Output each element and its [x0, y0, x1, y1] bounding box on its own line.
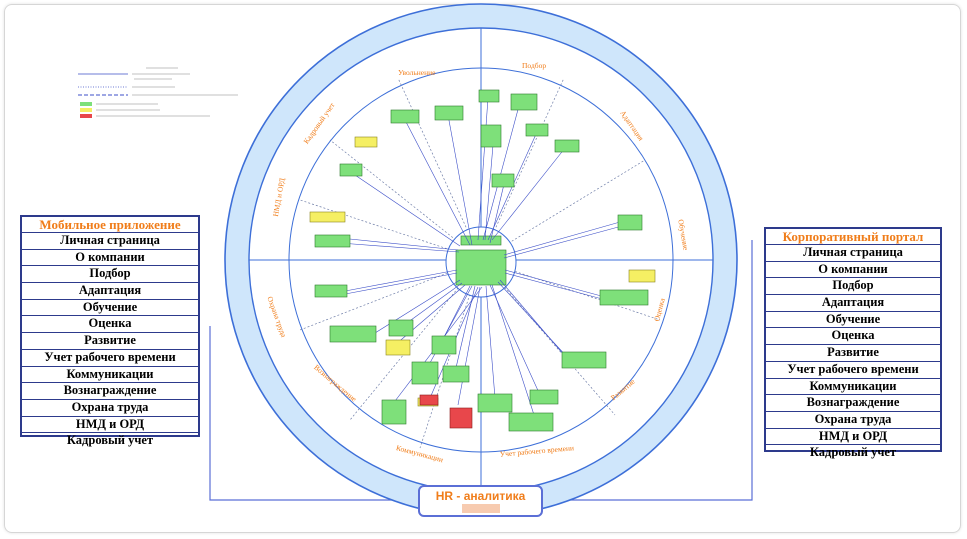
- right-item-regulations[interactable]: НМД и ОРД: [766, 429, 940, 446]
- sector-label: Увольнение: [398, 68, 436, 77]
- left-item-labor-safety[interactable]: Охрана труда: [22, 400, 198, 417]
- mobile-app-title: Мобильное приложение: [22, 217, 198, 233]
- right-item-hr-records[interactable]: Кадровый учет: [809, 445, 897, 460]
- left-item-evaluation[interactable]: Оценка: [22, 316, 198, 334]
- mobile-app-panel: Мобильное приложение Личная страница О к…: [20, 215, 200, 447]
- left-connector-line: [209, 326, 418, 501]
- right-item-time-tracking[interactable]: Учет рабочего времени: [766, 362, 940, 379]
- hr-analytics-box[interactable]: HR - аналитика: [418, 485, 543, 517]
- right-item-compensation[interactable]: Вознаграждение: [766, 395, 940, 412]
- left-item-communications[interactable]: Коммуникации: [22, 367, 198, 384]
- right-item-communications[interactable]: Коммуникации: [766, 379, 940, 396]
- right-item-labor-safety[interactable]: Охрана труда: [766, 412, 940, 429]
- left-item-personal-page[interactable]: Личная страница: [22, 233, 198, 250]
- right-item-training[interactable]: Обучение: [766, 312, 940, 329]
- right-connector-line: [543, 240, 753, 501]
- left-item-time-tracking[interactable]: Учет рабочего времени: [22, 350, 198, 367]
- hr-analytics-label: HR - аналитика: [435, 489, 526, 503]
- right-item-about-company[interactable]: О компании: [766, 262, 940, 279]
- process-nodes-green: [314, 89, 649, 432]
- left-item-recruitment[interactable]: Подбор: [22, 266, 198, 284]
- right-item-recruitment[interactable]: Подбор: [766, 278, 940, 296]
- right-item-evaluation[interactable]: Оценка: [766, 328, 940, 346]
- left-item-hr-records[interactable]: Кадровый учет: [66, 433, 154, 448]
- corporate-portal-panel: Корпоративный портал Личная страница О к…: [764, 227, 942, 459]
- legend: [78, 67, 238, 118]
- left-item-training[interactable]: Обучение: [22, 300, 198, 317]
- right-item-adaptation[interactable]: Адаптация: [766, 295, 940, 312]
- process-nodes-red: [419, 394, 473, 429]
- left-item-adaptation[interactable]: Адаптация: [22, 283, 198, 300]
- center-node-top: [460, 235, 502, 246]
- sector-label: Подбор: [522, 61, 546, 70]
- left-item-about-company[interactable]: О компании: [22, 250, 198, 267]
- center-node-main: [455, 249, 507, 286]
- corporate-portal-title: Корпоративный портал: [766, 229, 940, 245]
- left-item-development[interactable]: Развитие: [22, 333, 198, 350]
- right-item-personal-page[interactable]: Личная страница: [766, 245, 940, 262]
- right-item-development[interactable]: Развитие: [766, 345, 940, 362]
- hr-analytics-bar: [461, 504, 500, 513]
- left-item-regulations[interactable]: НМД и ОРД: [22, 417, 198, 434]
- left-item-compensation[interactable]: Вознаграждение: [22, 383, 198, 400]
